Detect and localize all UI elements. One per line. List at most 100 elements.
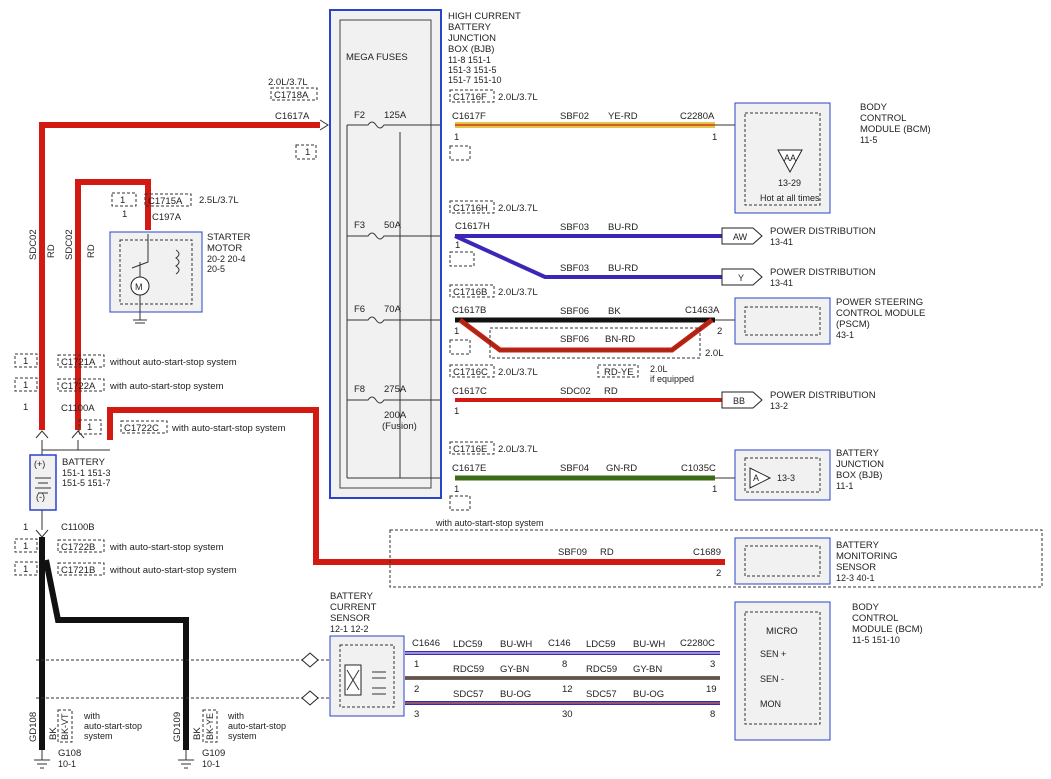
c1716c-box [449,364,495,378]
c1100b-label: C1100B [61,522,95,533]
rdc59-color-b: GY-BN [633,664,662,675]
bjb-frame [329,9,442,499]
gd109-label: GD109 [172,712,183,742]
bms-title-2: MONITORING [836,551,898,562]
bcm-bottom-title-3: MODULE (BCM) [852,624,923,635]
fuse-f8-symbol [347,396,440,404]
bcm-bottom-frame [734,601,831,741]
sbf06-alt-region [489,327,701,359]
c1716h-label: C1716H [453,203,488,214]
bjb-ref-1: 11-8 151-1 [448,55,491,65]
sdc57-color-a: BU-OG [500,689,531,700]
sbf03a-color: BU-RD [608,222,638,233]
sdc02-color: RD [604,386,618,397]
sdc57-circuit-b: SDC57 [586,689,617,700]
sdc57-pin-3: 8 [710,709,715,720]
c1463a-label: C1463A [685,305,720,316]
bms-ref: 12-3 40-1 [836,573,875,583]
c1721b-box [57,562,105,576]
c1617f-pin-box [449,145,471,161]
c1721a-label: C1721A [61,357,96,368]
c1716c-engine: 2.0L/3.7L [498,367,538,378]
bcm-bottom: MICRO SEN + SEN - MON BODY CONTROL MODUL… [734,601,923,741]
rdc59-pin-2: 12 [562,684,573,695]
c1716f-box [449,89,495,103]
c1617h-pin-box [449,251,475,267]
pscm-inner [744,306,821,336]
high-current-bjb: MEGA FUSES HIGH CURRENT BATTERY JUNCTION… [329,9,521,499]
sensor-wires: C146 C2280C LDC59 BU-WH LDC59 BU-WH 1 8 … [405,638,720,720]
c1722c-note: with auto-start-stop system [171,423,286,434]
fuse-f3-symbol [347,232,440,240]
starter-motor: 1 C1715A 2.5L/3.7L 1 C197A M STARTER MOT… [75,179,251,430]
sbf09-color: RD [600,547,614,558]
gd109-note-1: with [227,711,244,721]
battery-cells-icon [35,477,51,494]
c1716b-box [449,284,495,298]
solenoid-coil-icon [175,249,180,275]
starter-ref-2: 20-5 [207,264,225,274]
c1617a-pin: 1 [305,147,310,158]
c1716f-label: C1716F [453,92,487,103]
c1722a-pin-box [14,377,38,392]
starter-ref-1: 20-2 20-4 [207,254,246,264]
fuse-f3-amp: 50A [384,220,402,231]
bjb-small-inner [744,457,821,493]
c1716c-label: C1716C [453,367,488,378]
ldc59-circuit-b: LDC59 [586,639,616,650]
c1617h-pin: 1 [455,240,460,251]
sbf03a-circuit: SBF03 [560,222,589,233]
gd108-note-1: with [83,711,100,721]
c1721a-box [57,354,105,368]
sdc02-red-wire-a [39,122,320,430]
c1716f-engine: 2.0L/3.7L [498,92,538,103]
c1689-label: C1689 [693,547,721,558]
bjb-small-title-3: BOX (BJB) [836,470,882,481]
bjb-ref-2: 151-3 151-5 [448,65,497,75]
c1617e-pin-box [449,495,471,511]
bjb-small-title-2: JUNCTION [836,459,884,470]
y-tag: Y [738,273,744,283]
bcm-bottom-ref: 11-5 151-10 [852,635,900,645]
gd108-alt-box [57,709,73,743]
gd108-note-3: system [84,731,113,741]
rd-ye-note: if equipped [650,374,694,384]
power-dist-y-ref: 13-41 [770,278,793,288]
fuse-f2-amp: 125A [384,110,407,121]
c1716h-box [449,200,495,214]
bcs-ref: 12-1 12-2 [330,624,369,634]
c2280a-label: C2280A [680,111,715,122]
mega-fuses-frame [339,19,432,489]
bcm-micro-label: MICRO [766,626,798,637]
bcm-top-ref: 11-5 [860,135,877,145]
mega-fuses-label: MEGA FUSES [346,52,408,63]
bcm-aa-pin-icon [777,149,803,174]
c1716e-engine: 2.0L/3.7L [498,444,538,455]
c1722a-pin: 1 [23,380,28,391]
bcs-capacitor-icon [346,669,386,695]
c1721b-note: without auto-start-stop system [109,565,237,576]
battery-title: BATTERY [62,457,106,468]
bcm-sen-minus: SEN - [760,674,784,684]
power-dist-aw-ref: 13-41 [770,237,793,247]
c1716e-box [449,441,495,455]
fuse-f3-id: F3 [354,220,365,231]
bcm-bottom-title-2: CONTROL [852,613,898,624]
bjb-title-2: BATTERY [448,22,492,33]
gd109-alt: BK-YE [205,713,215,740]
c1722a-box [57,378,105,392]
c1721a-pin-box [14,353,38,368]
wire-label-sdc02-b: SDC02 [64,229,75,260]
sdc57-pin-2: 30 [562,709,573,720]
bcs-splice-icons [301,652,319,706]
gd109-note-3: system [228,731,257,741]
c1722a-label: C1722A [61,381,96,392]
fuse-f8: F8 275A 200A (Fusion) [347,384,440,432]
motor-icon-label: M [135,282,143,292]
g109-ref: 10-1 [202,759,220,769]
bms-title-3: SENSOR [836,562,876,573]
y-tag-icon [721,268,763,286]
starter-frame [109,231,203,313]
c1617a-pin-box [295,144,317,160]
gd108-color: BK [48,727,59,740]
